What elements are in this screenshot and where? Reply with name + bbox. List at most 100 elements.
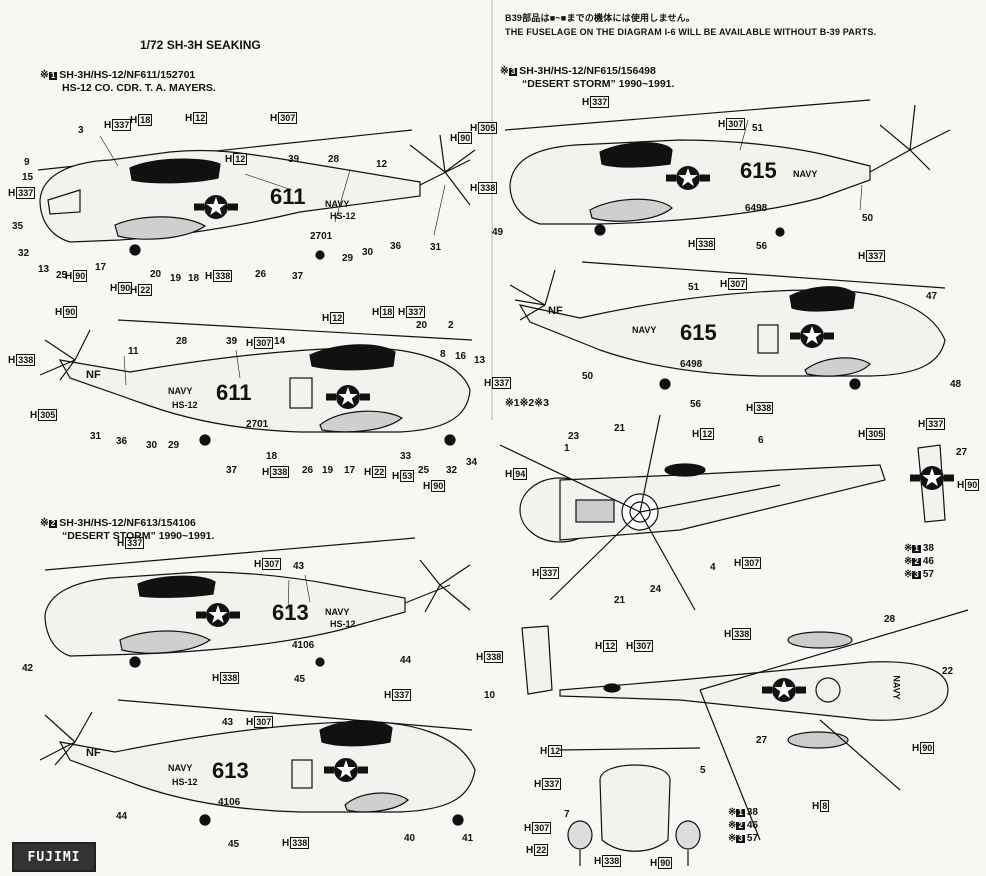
modex-615-b: 615: [680, 320, 717, 345]
rotor-blade: [117, 319, 473, 341]
part-number: 36: [390, 241, 402, 252]
part-number: 5: [700, 765, 706, 776]
part-number: 42: [22, 663, 34, 674]
part-number: 9: [24, 157, 30, 168]
serial-4106-b: 4106: [218, 797, 241, 808]
part-number: 6: [758, 435, 764, 446]
sponson: [114, 216, 207, 240]
squadron-611-b: HS-12: [172, 400, 198, 410]
cockpit-window: [47, 189, 81, 215]
part-number: 20: [150, 269, 162, 280]
part-number: 1: [564, 443, 570, 454]
sponson: [319, 410, 404, 433]
part-number: 25: [56, 270, 68, 281]
variant-2-marker: 2: [48, 519, 58, 528]
navy-text-611-b: NAVY: [168, 386, 193, 396]
part-number: 28: [328, 154, 340, 165]
part-number: 21: [614, 423, 626, 434]
part-number: 35: [12, 221, 24, 232]
modex-611-b: 611: [216, 380, 252, 405]
serial-2701-a: 2701: [310, 231, 333, 242]
variant-3-marker: 3: [508, 67, 518, 76]
part-number: 16: [455, 351, 467, 362]
part-number: 21: [614, 595, 626, 606]
part-number: 51: [752, 123, 764, 134]
variant-2-sub: “DESERT STORM” 1990~1991.: [62, 530, 215, 542]
front-view: [559, 747, 701, 866]
top-view-markers: ※1※2※3: [505, 397, 549, 409]
variant-1-line1: SH-3H/HS-12/NF611/152701: [59, 69, 196, 81]
part-number: 25: [418, 465, 430, 476]
modex-611-a: 611: [270, 184, 306, 209]
tail-code-d: NF: [86, 747, 101, 759]
serial-4106-a: 4106: [292, 640, 315, 651]
part-number: 8: [440, 349, 446, 360]
part-number: 13: [38, 264, 50, 275]
part-number: 19: [170, 273, 182, 284]
part-number: 28: [176, 336, 188, 347]
part-number: 31: [430, 242, 442, 253]
part-number: 51: [688, 282, 700, 293]
part-number: 2: [448, 320, 454, 331]
variant-1-sub: HS-12 CO. CDR. T. A. MAYERS.: [62, 82, 216, 94]
engine-intake: [599, 142, 673, 168]
squadron-611-a: HS-12: [330, 211, 356, 221]
part-number: 3: [78, 125, 84, 136]
navy-text-bottom: NAVY: [891, 675, 902, 700]
cabin-door: [757, 324, 779, 354]
part-number: 41: [462, 833, 474, 844]
modex-613-a: 613: [272, 600, 309, 625]
part-number: 50: [582, 371, 594, 382]
part-number: 26: [255, 269, 267, 280]
heli-611-right-view: [39, 319, 473, 446]
fuselage: [518, 289, 946, 377]
rotor-blade: [504, 99, 871, 131]
part-number: 39: [288, 154, 300, 165]
navy-text-611-a: NAVY: [325, 199, 350, 209]
part-number: 36: [116, 436, 128, 447]
part-number: 43: [293, 561, 305, 572]
part-number: 45: [294, 674, 306, 685]
part-number: 33: [400, 451, 412, 462]
part-number: 49: [492, 227, 504, 238]
part-number: 34: [466, 457, 478, 468]
tail-code-f: NF: [548, 305, 563, 317]
tail-insignia: [910, 466, 954, 490]
sponson: [804, 357, 871, 377]
navy-text-613-b: NAVY: [168, 763, 193, 773]
note-japanese: B39部品は■~■までの機体には使用しません。: [505, 13, 695, 23]
part-number: 44: [400, 655, 412, 666]
part-number: 43: [222, 717, 234, 728]
part-number: 47: [926, 291, 938, 302]
